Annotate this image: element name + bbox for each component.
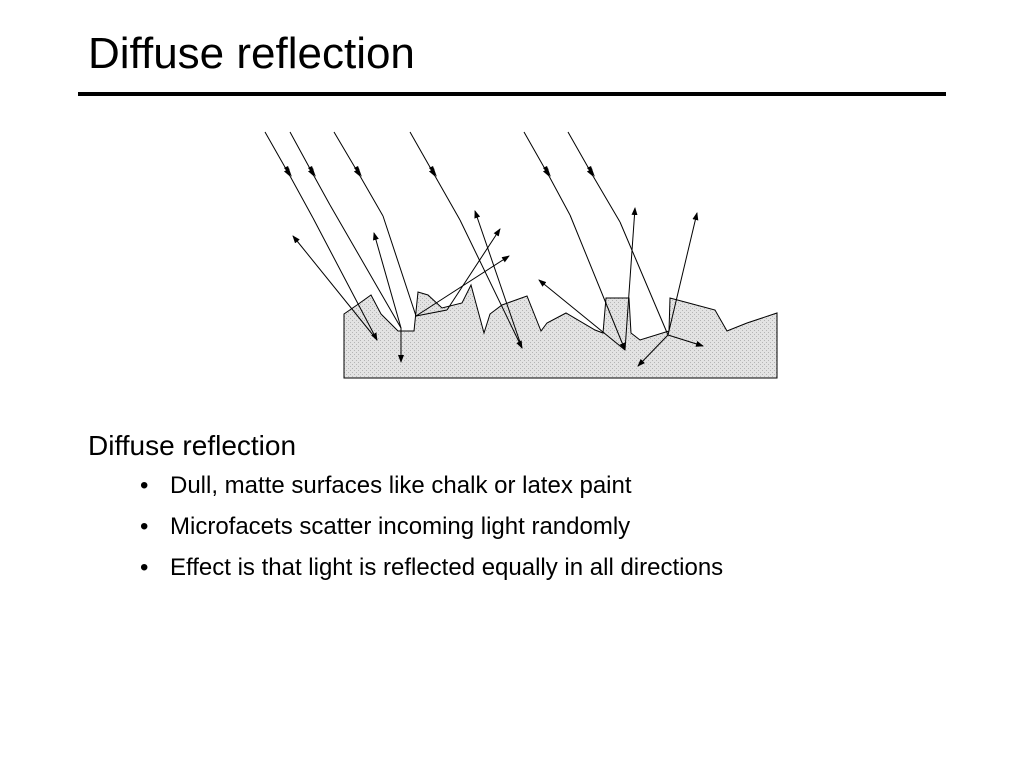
slide-title: Diffuse reflection	[88, 29, 415, 78]
bullet-dot-icon: •	[140, 554, 149, 581]
incoming-ray	[382, 215, 417, 317]
arrowhead	[354, 166, 362, 177]
incoming-ray	[329, 204, 402, 329]
bullet-text: Microfacets scatter incoming light rando…	[170, 513, 631, 540]
incoming-ray	[523, 131, 571, 216]
incoming-ray	[333, 131, 384, 217]
incoming-ray	[409, 131, 461, 221]
incoming-ray-arrowheads	[284, 166, 595, 177]
scattered-ray	[446, 228, 501, 311]
title-underline	[78, 92, 946, 96]
scattered-ray	[292, 235, 378, 341]
arrowhead	[308, 166, 316, 177]
bullet-text: Effect is that light is reflected equall…	[170, 554, 724, 581]
bullet-dot-icon: •	[140, 513, 149, 540]
body-heading: Diffuse reflection	[88, 430, 297, 461]
scattered-ray	[373, 232, 402, 329]
bullet-list: • Dull, matte surfaces like chalk or late…	[88, 472, 968, 582]
incoming-ray	[289, 131, 331, 206]
scattered-ray	[637, 334, 669, 367]
bullet-text: Dull, matte surfaces like chalk or latex…	[170, 472, 632, 499]
arrowhead	[284, 166, 292, 177]
scattered-ray	[667, 334, 704, 347]
scattered-ray	[667, 212, 699, 336]
arrowhead	[587, 166, 595, 177]
bullet-item: • Microfacets scatter incoming light rand…	[140, 513, 968, 541]
bullet-item: • Effect is that light is reflected equal…	[140, 554, 968, 582]
scattered-ray	[415, 309, 448, 317]
incoming-ray	[569, 214, 626, 351]
incoming-ray	[459, 219, 523, 349]
incoming-ray	[567, 131, 621, 223]
diffuse-reflection-diagram	[264, 131, 778, 379]
incoming-ray	[619, 221, 669, 336]
bullet-dot-icon: •	[140, 472, 149, 499]
scattered-ray	[538, 279, 626, 351]
scattered-light-rays	[292, 207, 704, 367]
scattered-ray	[624, 207, 638, 351]
arrowhead	[543, 166, 551, 177]
bullet-item: • Dull, matte surfaces like chalk or late…	[140, 472, 968, 500]
scattered-ray	[474, 210, 523, 349]
slide-body: Diffuse reflection • Dull, matte surfaces…	[88, 428, 968, 595]
arrowhead	[429, 166, 437, 177]
incoming-ray	[312, 217, 378, 341]
incoming-ray	[264, 131, 314, 219]
rough-surface	[343, 283, 778, 379]
incoming-light-rays	[264, 131, 669, 351]
